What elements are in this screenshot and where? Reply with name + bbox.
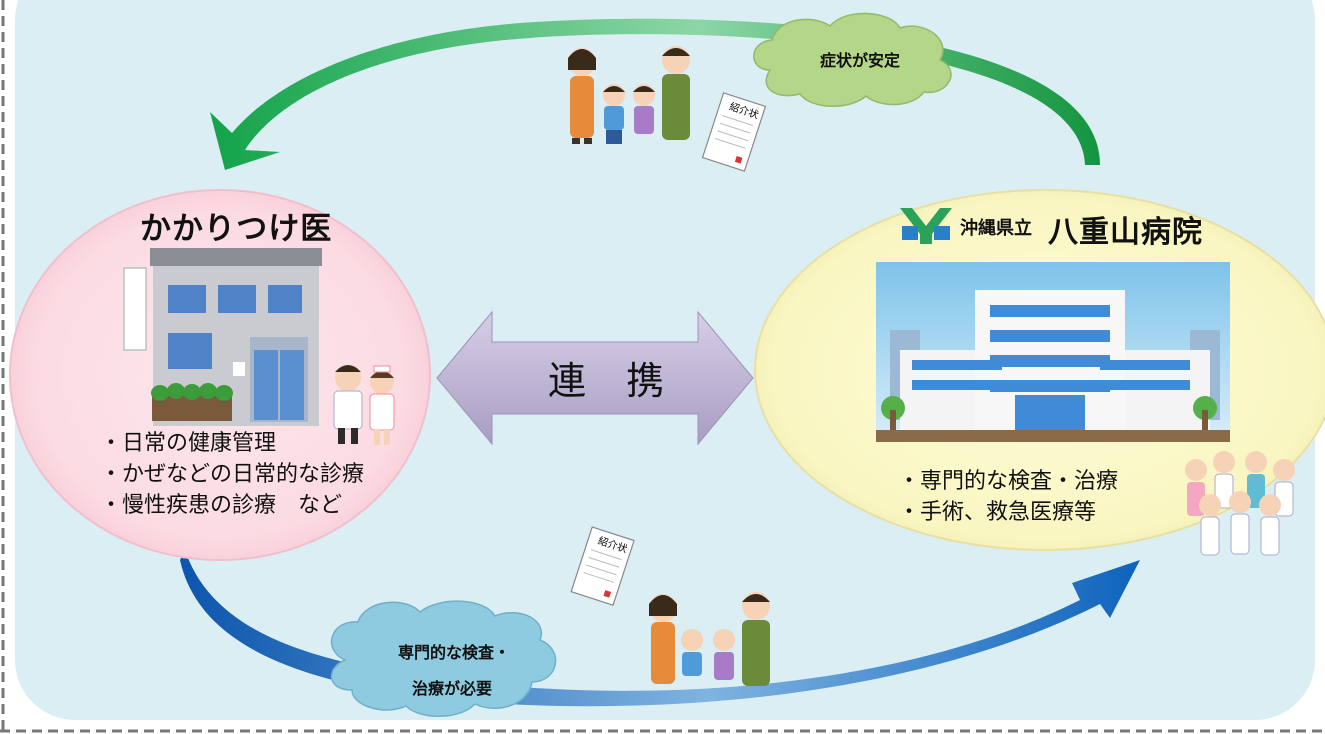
clinic-service-item: ・日常の健康管理 (100, 431, 277, 456)
doctor-nurse-icon (333, 365, 395, 445)
clinic-service-item: ・慢性疾患の診療 など (100, 493, 343, 518)
hospital-service-item: ・専門的な検査・治療 (898, 469, 1119, 494)
top-cloud (753, 12, 952, 107)
bottom-cloud-label-line1: 専門的な検査・ (398, 643, 511, 662)
referral-letter-icon: 紹介状 (701, 92, 767, 172)
top-cloud-label: 症状が安定 (820, 51, 901, 70)
hospital-name: 八重山病院 (1048, 215, 1203, 250)
referral-letter-icon: 紹介状 (570, 526, 635, 606)
hospital-prefix: 沖縄県立 (960, 218, 1032, 239)
clinic-title: かかりつけ医 (140, 211, 333, 247)
hospital-services-list: ・専門的な検査・治療 ・手術、救急医療等 (898, 466, 1118, 528)
coordination-label: 連 携 (548, 359, 679, 403)
family-icon (568, 46, 690, 144)
hospital-logo-icon (900, 208, 952, 244)
medical-staff-icon (1185, 451, 1295, 556)
bottom-cloud (330, 600, 557, 717)
clinic-services-list: ・日常の健康管理 ・かぜなどの日常的な診療 ・慢性疾患の診療 など (100, 428, 364, 521)
bottom-referral-arrow (180, 550, 1140, 707)
family-icon (649, 592, 770, 686)
clinic-service-item: ・かぜなどの日常的な診療 (100, 462, 365, 487)
hospital-building-icon (876, 262, 1230, 442)
bottom-cloud-label-line2: 治療が必要 (412, 679, 493, 698)
coordination-arrow (436, 310, 754, 446)
hospital-service-item: ・手術、救急医療等 (898, 500, 1097, 525)
clinic-building-icon (123, 248, 322, 426)
